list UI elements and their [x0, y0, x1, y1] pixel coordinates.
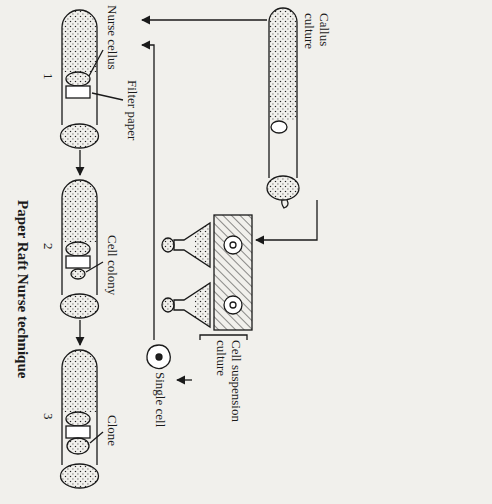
flow-arrow — [177, 379, 192, 380]
nurse-tube-3 — [61, 350, 104, 488]
flow-arrow — [142, 45, 154, 340]
part-label: Single cell — [153, 372, 168, 427]
diagram-node: Single cell — [142, 340, 177, 480]
diagram-node: Callus culture — [267, 5, 332, 200]
flow-arrow — [256, 200, 317, 240]
part-label: Nurse cellus — [105, 5, 120, 70]
callout-number: 3 — [41, 413, 56, 420]
part-label: Filter paper — [125, 80, 140, 140]
flow-arrow — [142, 19, 267, 20]
flow-arrow — [79, 320, 80, 345]
part-label: Callus culture — [302, 13, 332, 69]
single-cell — [147, 345, 170, 368]
diagram-node: Cell colony 2 — [37, 175, 142, 320]
suspension-culture-shaker — [162, 215, 252, 340]
diagram-node: Cell suspension culture — [192, 210, 256, 430]
part-label: Cell suspension culture — [214, 340, 244, 428]
part-label: Cell colony — [105, 235, 120, 295]
callout-number: 2 — [41, 243, 56, 250]
diagram-title: Paper Raft Nurse technique — [14, 200, 31, 378]
callus-tube — [267, 8, 299, 208]
diagram-node: Nurse cellusFilter paper 1 — [37, 5, 142, 150]
callout-number: 1 — [41, 73, 56, 80]
part-label: Clone — [105, 415, 120, 446]
flow-arrow — [79, 150, 80, 175]
nurse-tube-2 — [61, 180, 104, 318]
diagram-node: Clone 3 — [37, 345, 142, 490]
